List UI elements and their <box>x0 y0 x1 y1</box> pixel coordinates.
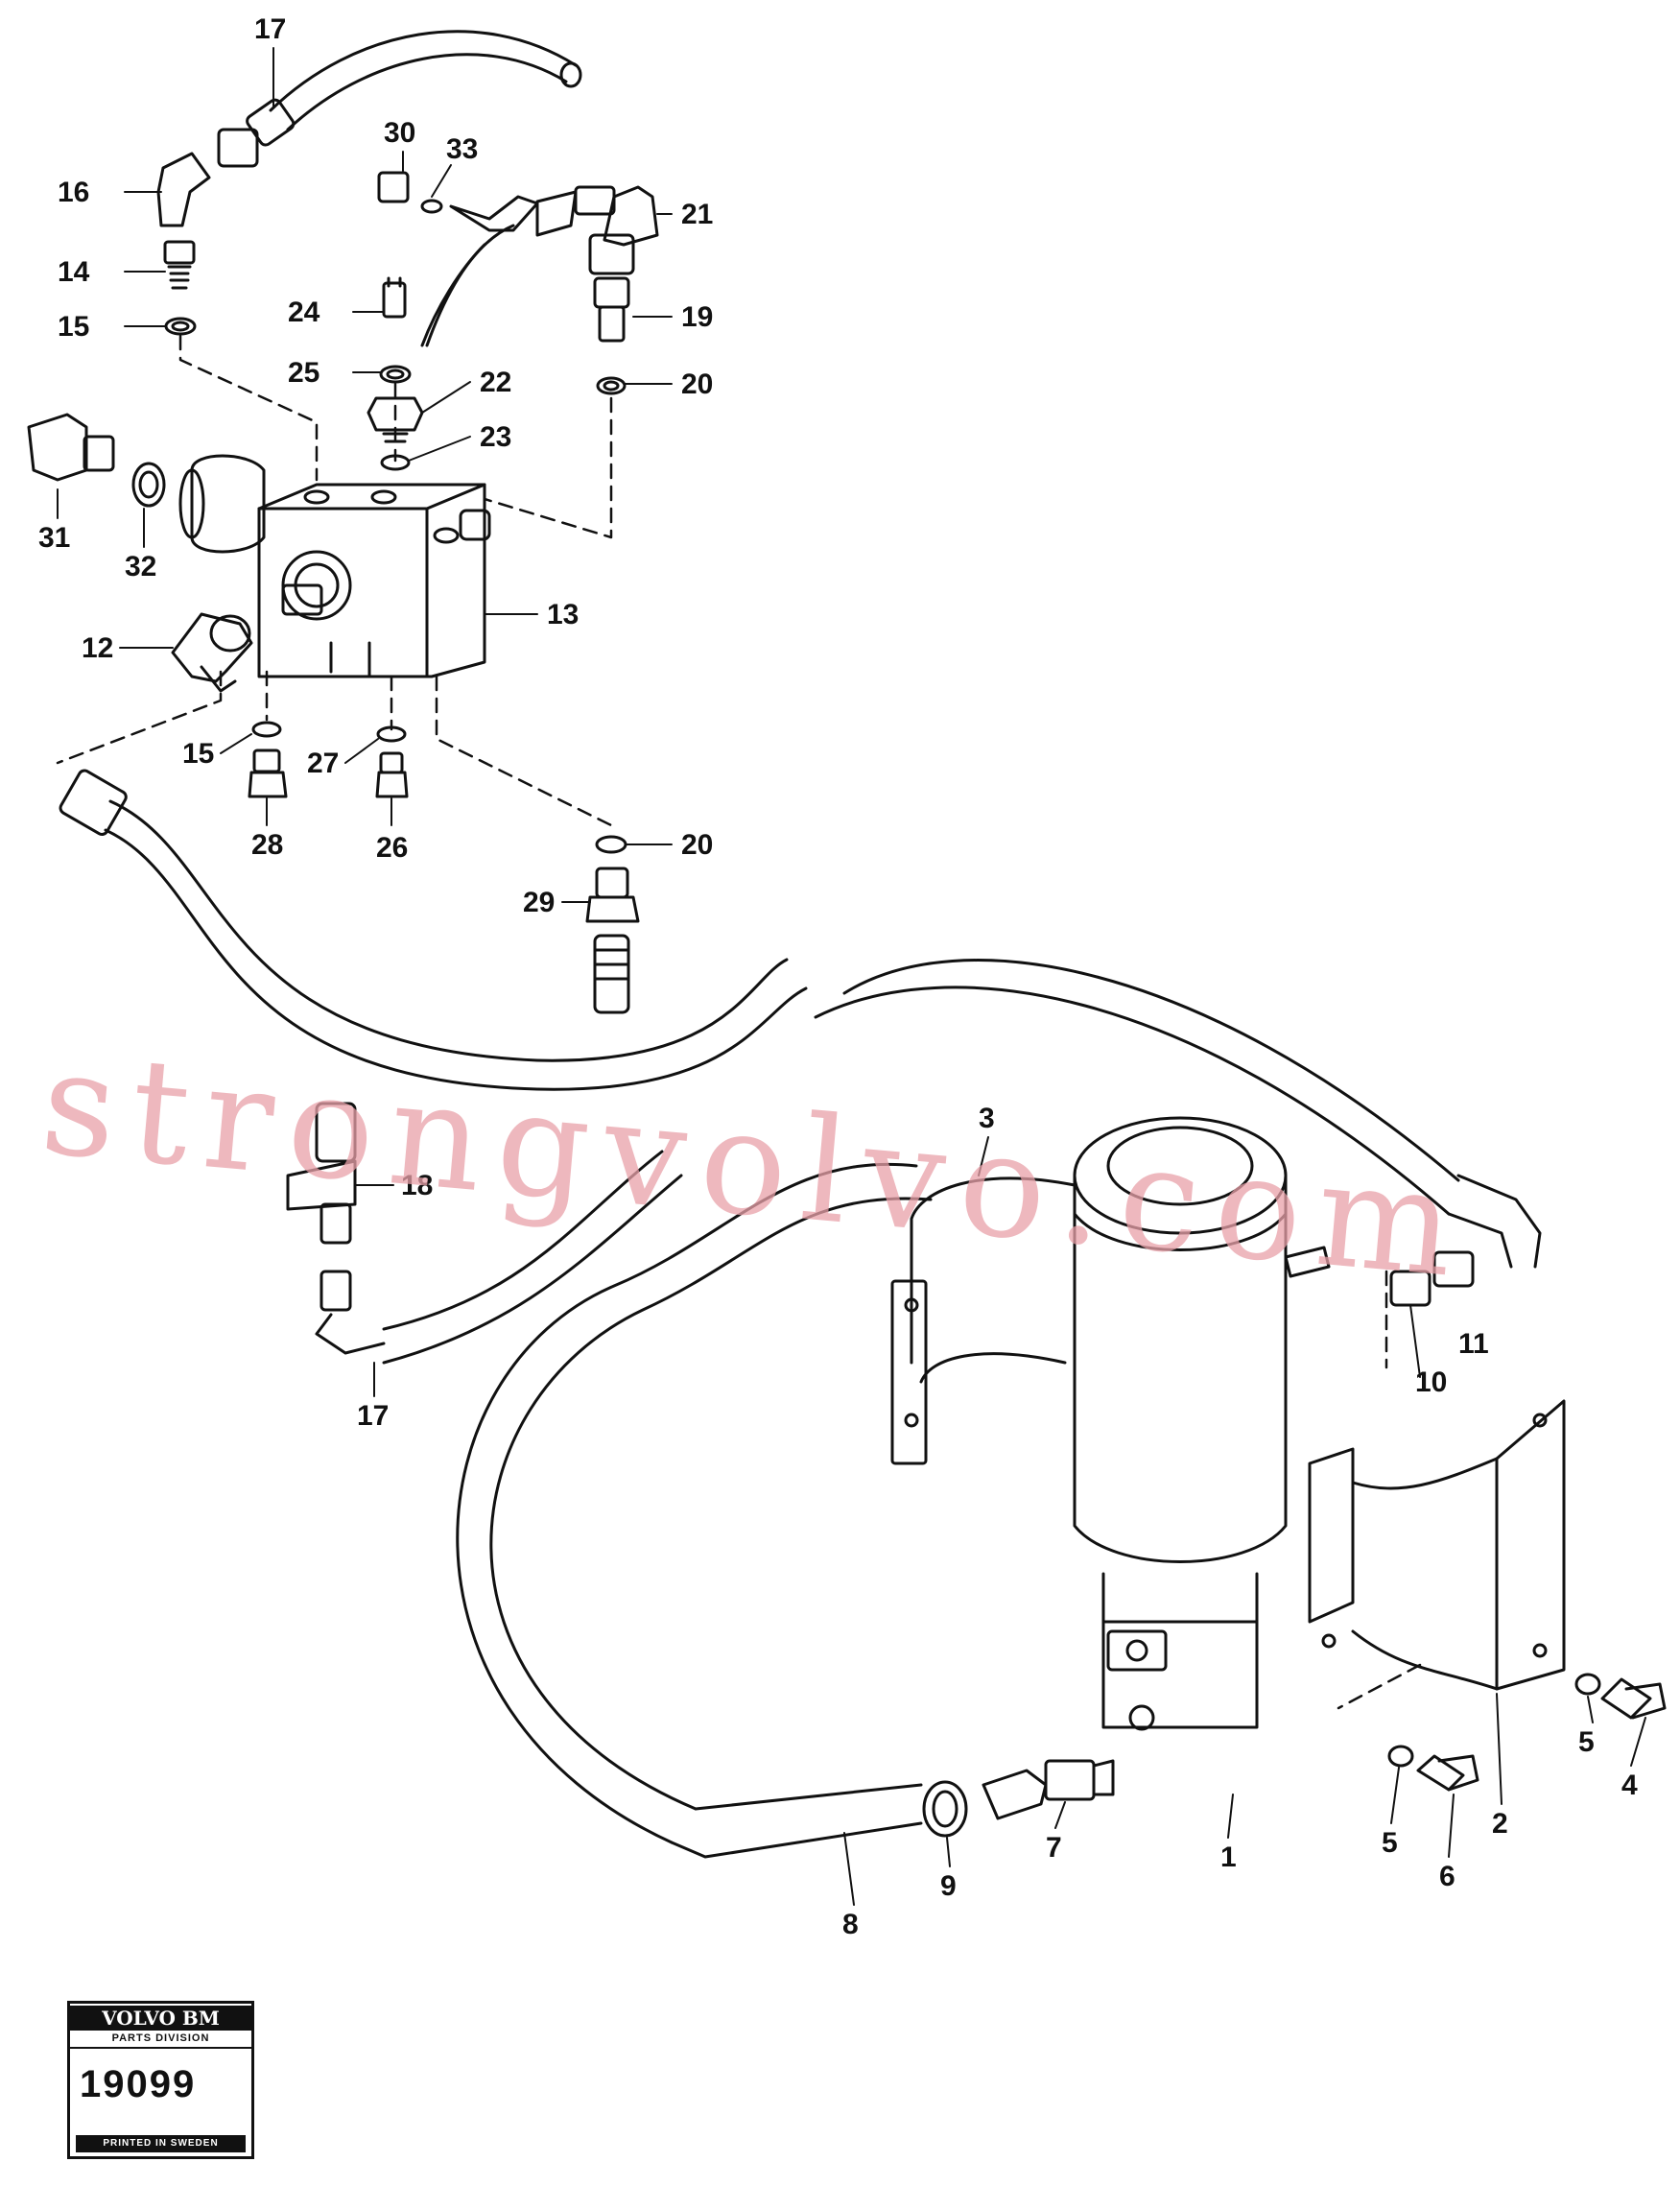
stamp-division: PARTS DIVISION <box>70 2032 251 2049</box>
stamp-drawing-number: 19099 <box>80 2063 197 2105</box>
callout-4: 4 <box>1621 1770 1638 1801</box>
callout-13: 13 <box>547 599 579 630</box>
callout-20-top: 20 <box>681 368 713 400</box>
connector-stack-29 <box>585 835 640 1014</box>
callout-3: 3 <box>979 1103 995 1134</box>
tee-18-and-hose <box>286 1102 683 1365</box>
stamp-printed: PRINTED IN SWEDEN <box>76 2135 246 2152</box>
callout-31: 31 <box>38 522 70 554</box>
dashed-leaders <box>56 334 1422 1710</box>
callout-8: 8 <box>842 1909 859 1940</box>
callout-20-bottom: 20 <box>681 829 713 861</box>
callout-5-right: 5 <box>1578 1726 1595 1758</box>
callout-12: 12 <box>82 632 113 664</box>
callout-19: 19 <box>681 301 713 333</box>
callout-26: 26 <box>376 832 408 864</box>
callout-16: 16 <box>58 177 89 208</box>
callout-17-bottom: 17 <box>357 1400 389 1432</box>
callout-27: 27 <box>307 748 339 779</box>
bracket-right <box>1308 1399 1566 1691</box>
callout-1: 1 <box>1220 1841 1237 1873</box>
callout-15-bottom: 15 <box>182 738 214 770</box>
callout-22: 22 <box>480 367 511 398</box>
elbow-fitting-stack <box>156 128 259 336</box>
callout-5-lower: 5 <box>1382 1827 1398 1859</box>
callout-23: 23 <box>480 421 511 453</box>
callout-14: 14 <box>58 256 90 288</box>
callout-21: 21 <box>681 199 713 230</box>
stamp-brand: VOLVO BM <box>70 2006 251 2031</box>
fasteners <box>922 1673 1667 1838</box>
volvo-bm-stamp: VOLVO BM PARTS DIVISION 19099 PRINTED IN… <box>67 2001 254 2159</box>
callout-32: 32 <box>125 551 156 582</box>
callout-6: 6 <box>1439 1861 1455 1892</box>
callout-15-top: 15 <box>58 311 89 343</box>
switch-stack-right <box>588 233 635 395</box>
bracket-left <box>890 1176 1077 1465</box>
leader-lines <box>57 47 1646 1906</box>
callout-2: 2 <box>1492 1808 1508 1840</box>
callout-7: 7 <box>1046 1832 1062 1864</box>
elbow-12 <box>171 612 253 693</box>
callout-25: 25 <box>288 357 319 389</box>
pressure-sensor-left <box>27 413 166 508</box>
callout-9: 9 <box>940 1870 957 1902</box>
upper-hose <box>246 30 582 147</box>
tee-fitting-group <box>377 171 659 384</box>
long-hose <box>59 769 1542 1307</box>
accumulator-cylinder <box>1073 1116 1331 1731</box>
callout-30: 30 <box>384 117 415 149</box>
watermark: strongvolvo.com <box>35 1020 1476 1311</box>
callout-17-top: 17 <box>254 13 286 45</box>
callout-33: 33 <box>446 133 478 165</box>
callout-11: 11 <box>1458 1328 1489 1360</box>
callout-18: 18 <box>401 1170 433 1201</box>
callout-29: 29 <box>523 887 555 918</box>
callout-28: 28 <box>251 829 283 861</box>
callout-24: 24 <box>288 297 320 328</box>
lower-hose <box>456 1163 933 1859</box>
callout-10: 10 <box>1415 1366 1447 1398</box>
valve-block <box>178 454 491 678</box>
